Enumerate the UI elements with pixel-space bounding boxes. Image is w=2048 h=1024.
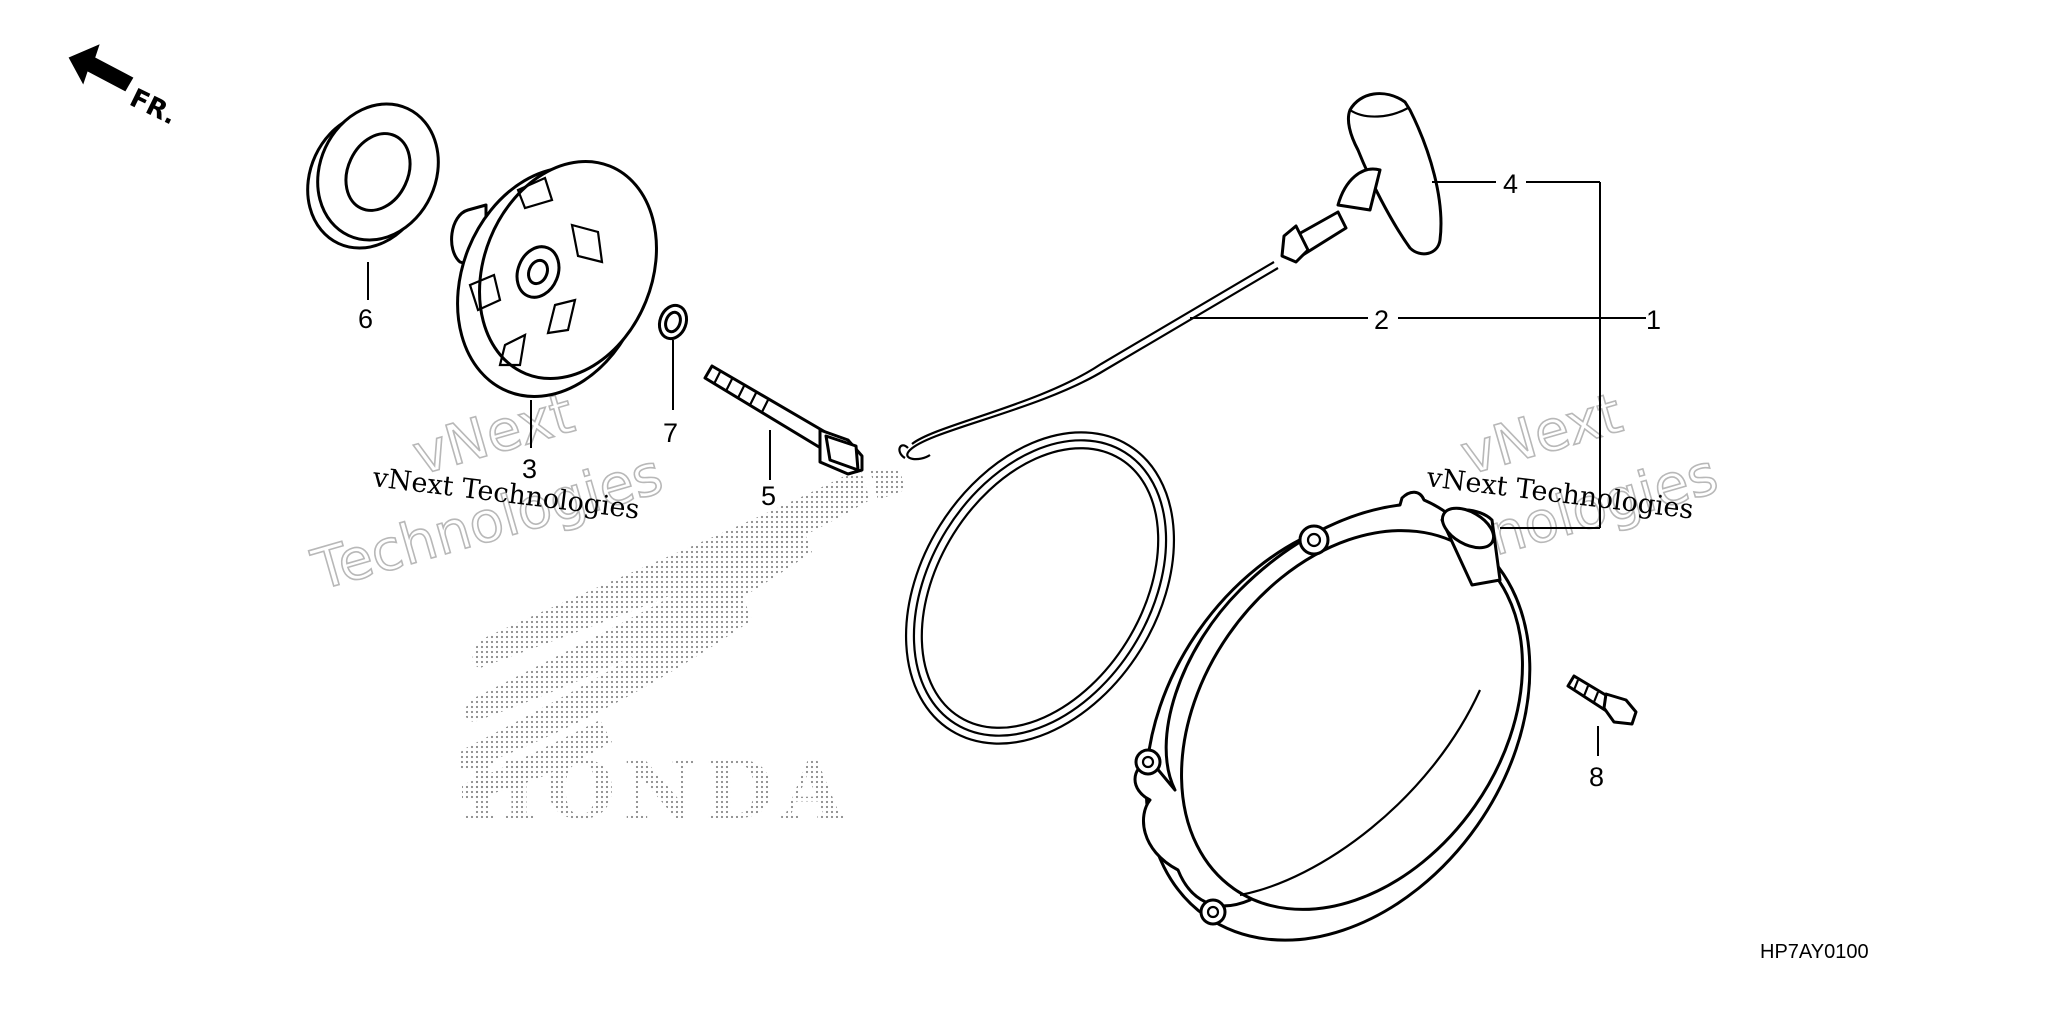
- callout-3: 3: [522, 454, 537, 484]
- part-7-washer: [657, 303, 689, 341]
- part-5-bolt: [703, 364, 864, 476]
- callout-7: 7: [663, 418, 678, 448]
- part-1-starter-case: [1133, 490, 1532, 942]
- front-arrow-icon: [68, 44, 134, 92]
- honda-wing-logo: HONDA: [458, 468, 905, 837]
- callout-4: 4: [1503, 169, 1518, 199]
- watermark-left: vNext Technologies vNext Technologies: [304, 380, 670, 604]
- part-2-rope: [898, 261, 1279, 745]
- callout-1: 1: [1646, 305, 1661, 335]
- leader-lines: [367, 181, 1646, 756]
- part-3-pulley: [450, 159, 658, 398]
- callout-6: 6: [358, 304, 373, 334]
- callout-2: 2: [1374, 305, 1389, 335]
- part-4-starter-grip: [1280, 92, 1443, 264]
- front-direction-indicator: FR.: [68, 44, 181, 131]
- callouts: 1 2 3 4 5 6 7 8: [358, 169, 1661, 792]
- callout-8: 8: [1589, 762, 1604, 792]
- front-label: FR.: [125, 83, 181, 131]
- diagram-code: HP7AY0100: [1760, 941, 1869, 963]
- callout-5: 5: [761, 481, 776, 511]
- part-6-seal: [306, 102, 440, 250]
- honda-brand-text: HONDA: [462, 743, 852, 837]
- part-8-bolt: [1566, 674, 1638, 726]
